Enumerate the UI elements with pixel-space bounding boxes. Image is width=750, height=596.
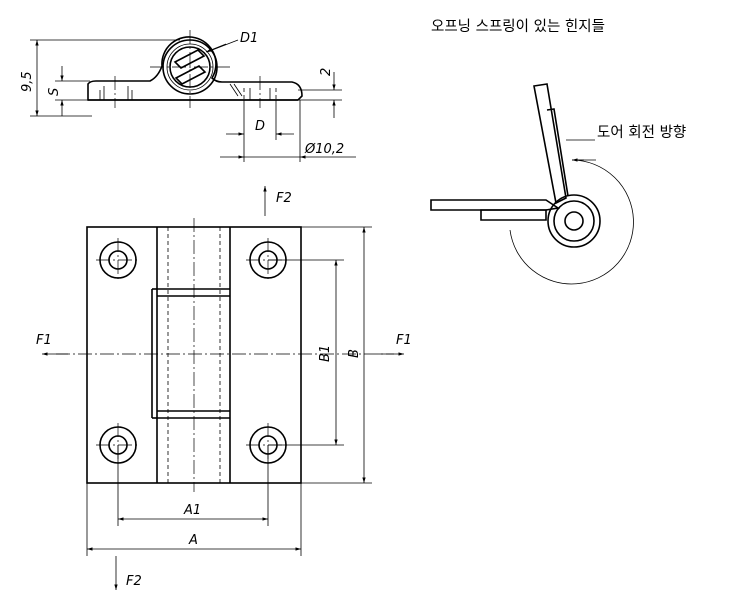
dim-s-label: S <box>47 88 62 96</box>
rotation-direction-label: 도어 회전 방향 <box>597 124 686 141</box>
dim-a-label: A <box>188 533 198 548</box>
dim-a1-label: A1 <box>183 503 201 518</box>
dim-b1-label: B1 <box>318 345 333 362</box>
rotation-knuckle <box>547 194 601 248</box>
page-title: 오프닝 스프링이 있는 힌지들 <box>431 18 605 35</box>
side-dimensions: 9,5 S 2 D1 D Ø10,2 <box>20 31 356 162</box>
dim-dia-label: Ø10,2 <box>304 142 344 157</box>
dim-9-5-label: 9,5 <box>20 71 35 92</box>
force-f2-top: F2 <box>276 191 292 206</box>
force-f2-bottom: F2 <box>126 574 142 589</box>
dim-d1-label: D1 <box>240 31 258 46</box>
front-dimensions: F2 F2 F1 F1 B1 B A1 A <box>36 186 412 590</box>
side-view <box>87 30 303 108</box>
force-f1-right: F1 <box>396 333 412 348</box>
rotation-view <box>430 83 634 285</box>
dim-2-label: 2 <box>319 68 334 76</box>
dim-d-label: D <box>255 119 265 134</box>
front-view <box>56 218 394 492</box>
force-f1-left: F1 <box>36 333 52 348</box>
dim-b-label: B <box>347 349 362 358</box>
